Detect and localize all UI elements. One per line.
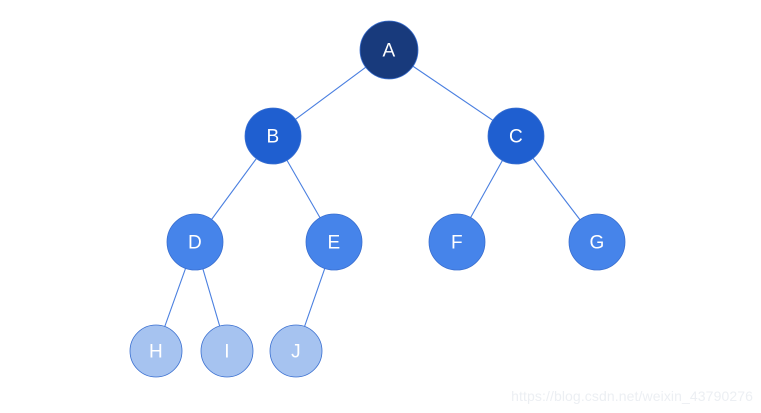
node-label-d: D	[188, 233, 202, 254]
tree-node-h[interactable]: H	[129, 324, 183, 378]
node-circle-f[interactable]	[428, 213, 486, 271]
tree-node-g[interactable]: G	[568, 213, 626, 271]
tree-node-b[interactable]: B	[244, 107, 302, 165]
node-circle-e[interactable]	[305, 213, 363, 271]
tree-edges-group	[155, 49, 598, 352]
node-label-f: F	[451, 233, 463, 254]
tree-node-j[interactable]: J	[269, 324, 323, 378]
node-label-j: J	[291, 342, 301, 363]
node-label-h: H	[149, 342, 163, 363]
node-label-g: G	[589, 233, 604, 254]
tree-nodes-group: A B C D E F G H I J	[129, 20, 626, 378]
node-circle-i[interactable]	[200, 324, 254, 378]
tree-node-i[interactable]: I	[200, 324, 254, 378]
node-label-a: A	[383, 41, 396, 62]
node-label-c: C	[509, 127, 523, 148]
node-label-i: I	[224, 342, 230, 363]
node-circle-a[interactable]	[359, 20, 419, 80]
node-circle-d[interactable]	[166, 213, 224, 271]
node-circle-g[interactable]	[568, 213, 626, 271]
tree-node-d[interactable]: D	[166, 213, 224, 271]
node-circle-h[interactable]	[129, 324, 183, 378]
node-circle-c[interactable]	[487, 107, 545, 165]
tree-node-a[interactable]: A	[359, 20, 419, 80]
tree-node-c[interactable]: C	[487, 107, 545, 165]
node-label-b: B	[267, 127, 280, 148]
node-circle-b[interactable]	[244, 107, 302, 165]
node-label-e: E	[328, 233, 341, 254]
node-circle-j[interactable]	[269, 324, 323, 378]
tree-node-f[interactable]: F	[428, 213, 486, 271]
tree-node-e[interactable]: E	[305, 213, 363, 271]
watermark-text: https://blog.csdn.net/weixin_43790276	[511, 388, 753, 404]
